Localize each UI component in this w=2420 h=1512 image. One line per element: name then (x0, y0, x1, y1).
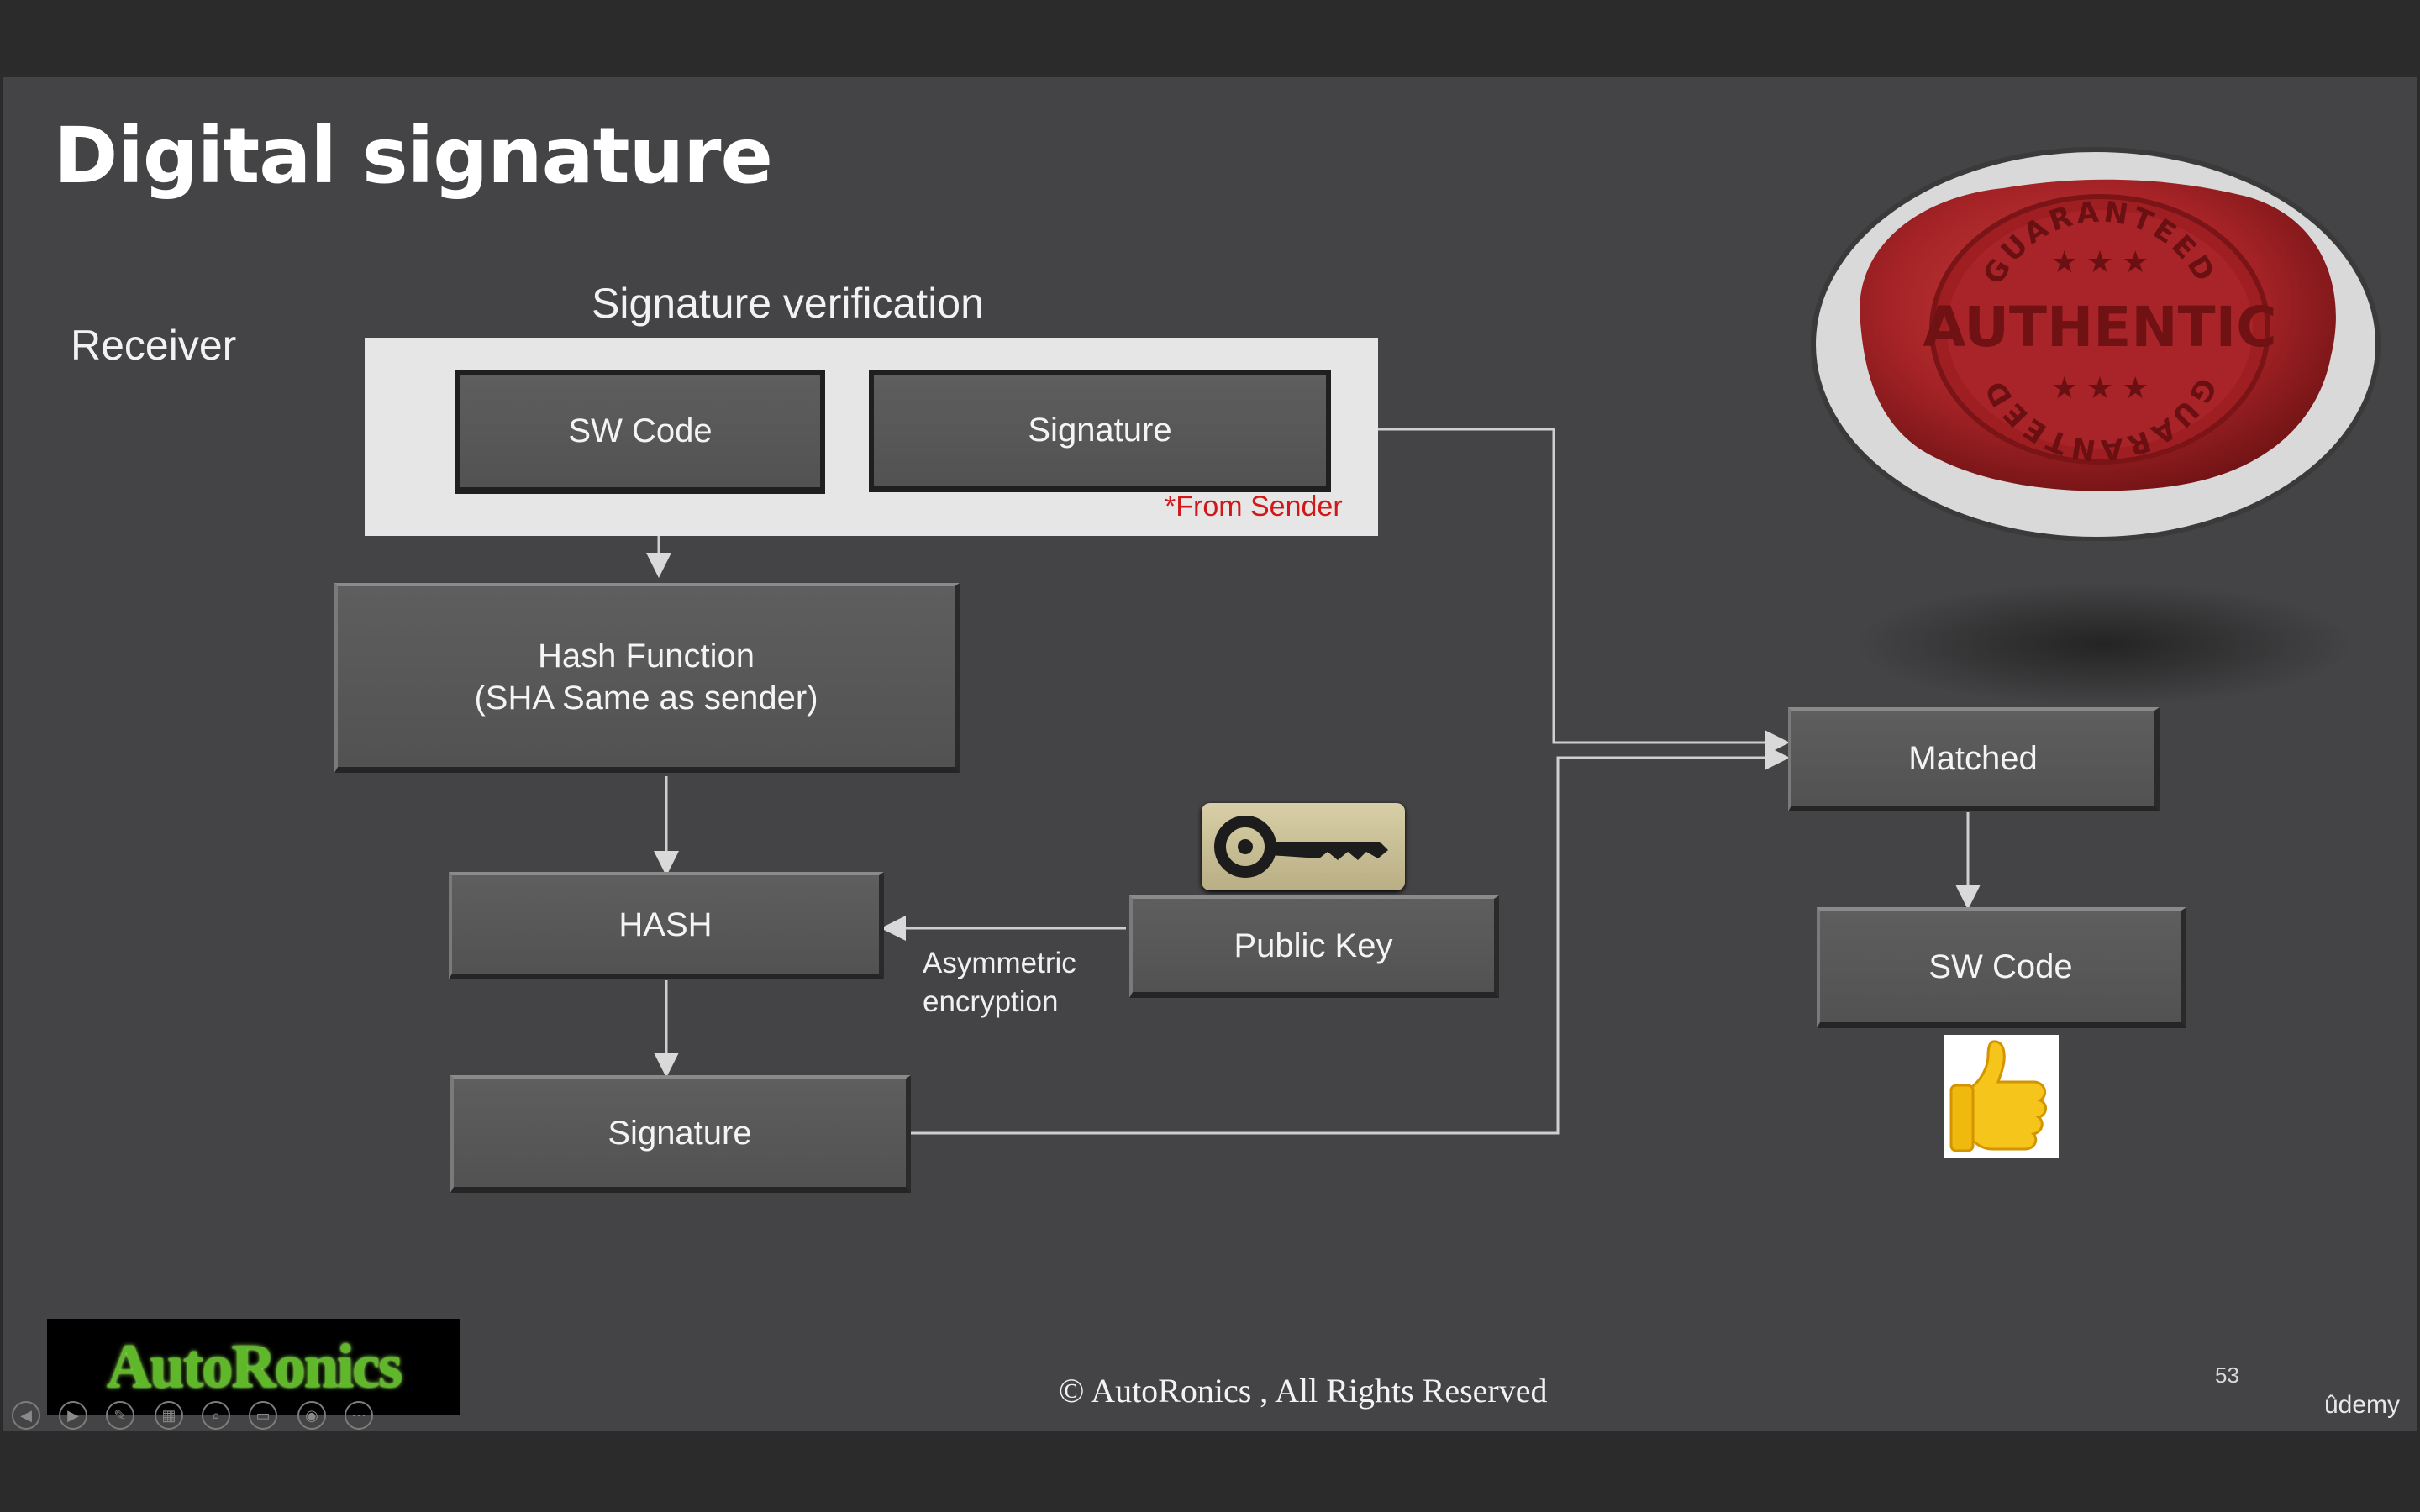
matched-box: Matched (1788, 707, 2160, 811)
signature-box-computed: Signature (450, 1075, 911, 1193)
next-icon[interactable]: ▶ (59, 1401, 87, 1430)
copyright-text: © AutoRonics , All Rights Reserved (1059, 1372, 1548, 1410)
more-icon[interactable]: ⋯ (345, 1401, 373, 1430)
sw-code-result-box: SW Code (1817, 907, 2186, 1028)
zoom-icon[interactable]: ⌕ (202, 1401, 230, 1430)
camera-icon[interactable]: ◉ (297, 1401, 326, 1430)
autoronics-logo: AutoRonics (47, 1319, 460, 1415)
subtitles-icon[interactable]: ▭ (249, 1401, 277, 1430)
connector-lines (646, 428, 1981, 1135)
slide: Digital signature Receiver Signature ver… (3, 77, 2417, 1431)
hash-function-box: Hash Function (SHA Same as sender) (334, 583, 960, 773)
seal-shadow (1852, 581, 2356, 707)
key-icon (1202, 803, 1405, 890)
from-sender-note: *From Sender (1165, 491, 1343, 522)
page-number: 53 (2215, 1362, 2239, 1388)
receiver-label: Receiver (71, 322, 237, 369)
hash-box: HASH (449, 872, 884, 979)
arrow-computed-signature-to-matched (911, 745, 1790, 1135)
pen-icon[interactable]: ✎ (106, 1401, 134, 1430)
slide-title: Digital signature (54, 111, 773, 201)
verification-label: Signature verification (592, 280, 984, 327)
seal-icon: GUARANTEED ★ ★ ★ AUTHENTIC ★ ★ ★ GUARANT… (1810, 146, 2381, 542)
svg-text:★ ★ ★: ★ ★ ★ (2051, 370, 2149, 405)
asymmetric-encryption-note: Asymmetric encryption (923, 947, 1076, 1018)
arrow-signature-to-matched (1373, 428, 1790, 755)
thumbs-up-icon (1944, 1035, 2059, 1158)
svg-text:★ ★ ★: ★ ★ ★ (2051, 244, 2149, 279)
slides-icon[interactable]: ▦ (155, 1401, 183, 1430)
previous-icon[interactable]: ◀ (12, 1401, 40, 1430)
signature-box-sender: Signature (869, 370, 1331, 492)
udemy-brand: ûdemy (2324, 1391, 2401, 1419)
sw-code-box: SW Code (455, 370, 825, 494)
public-key-box: Public Key (1129, 895, 1499, 998)
seal-main-text: AUTHENTIC (1923, 295, 2276, 360)
